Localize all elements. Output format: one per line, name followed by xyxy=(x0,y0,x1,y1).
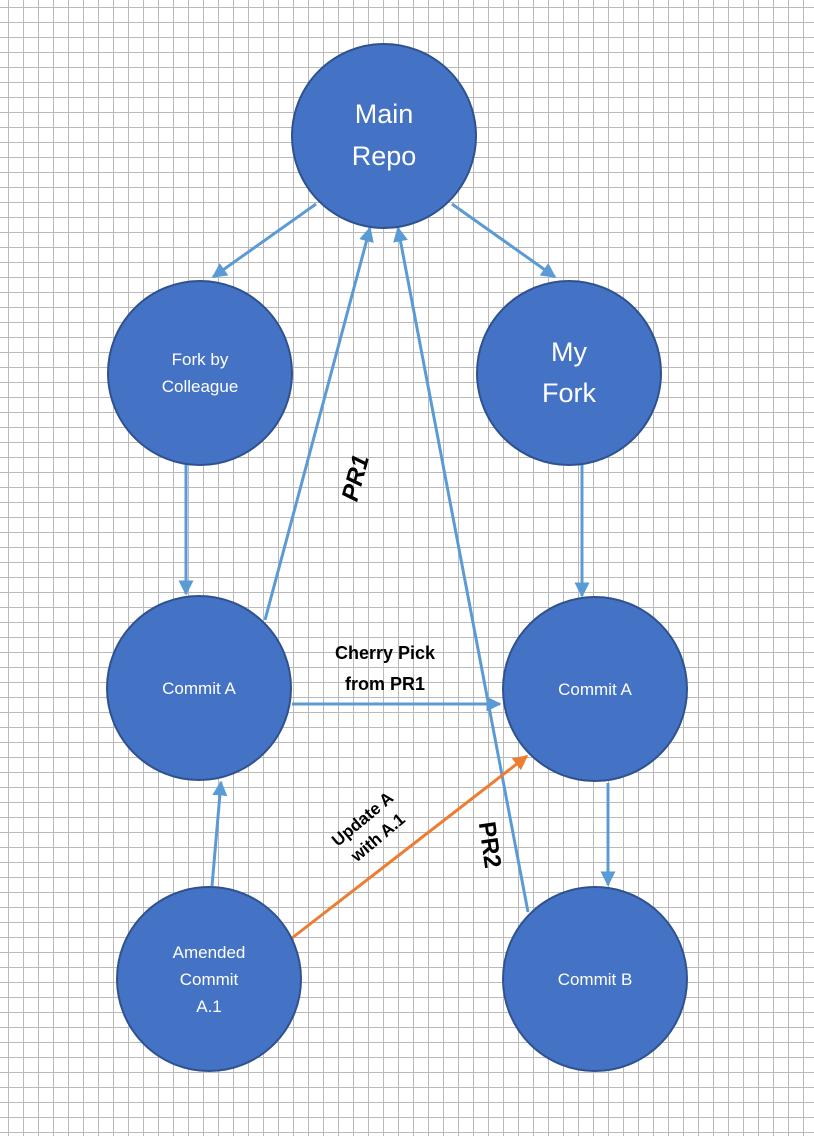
node-commit-a-right: Commit A xyxy=(502,596,688,782)
amended-commit-label-line3: A.1 xyxy=(196,997,222,1016)
node-amended-commit: Amended Commit A.1 xyxy=(116,886,302,1072)
edge-update-a xyxy=(291,754,529,940)
main-repo-label-line1: Main xyxy=(355,99,414,129)
fork-colleague-label-line2: Colleague xyxy=(162,377,239,396)
commit-a-left-label: Commit A xyxy=(162,679,236,698)
amended-commit-label-line1: Amended xyxy=(173,943,246,962)
main-repo-label-line2: Repo xyxy=(352,141,417,171)
commit-b-label: Commit B xyxy=(558,970,633,989)
my-fork-label-line1: My xyxy=(551,337,587,367)
commit-a-right-label: Commit A xyxy=(558,680,632,699)
cherry-pick-label-line2: from PR1 xyxy=(345,674,425,694)
edge-main-to-my-fork xyxy=(451,202,557,279)
node-commit-b: Commit B xyxy=(502,886,688,1072)
node-main-repo: Main Repo xyxy=(291,43,477,229)
edge-amended-to-commit-a xyxy=(210,780,228,887)
edge-pr2 xyxy=(393,226,530,913)
update-a-label: Update A with A.1 xyxy=(328,788,409,866)
node-fork-by-colleague: Fork by Colleague xyxy=(107,280,293,466)
fork-colleague-label-line1: Fork by xyxy=(172,350,229,369)
node-commit-a-left: Commit A xyxy=(106,595,292,781)
amended-commit-label-line2: Commit xyxy=(180,970,239,989)
pr1-label: PR1 xyxy=(337,452,375,504)
edge-pr1 xyxy=(263,226,374,621)
edge-main-to-colleague-fork xyxy=(211,202,317,279)
pr2-label: PR2 xyxy=(473,820,506,870)
node-my-fork: My Fork xyxy=(476,280,662,466)
my-fork-label-line2: Fork xyxy=(542,378,597,408)
cherry-pick-label-line1: Cherry Pick xyxy=(335,643,436,663)
